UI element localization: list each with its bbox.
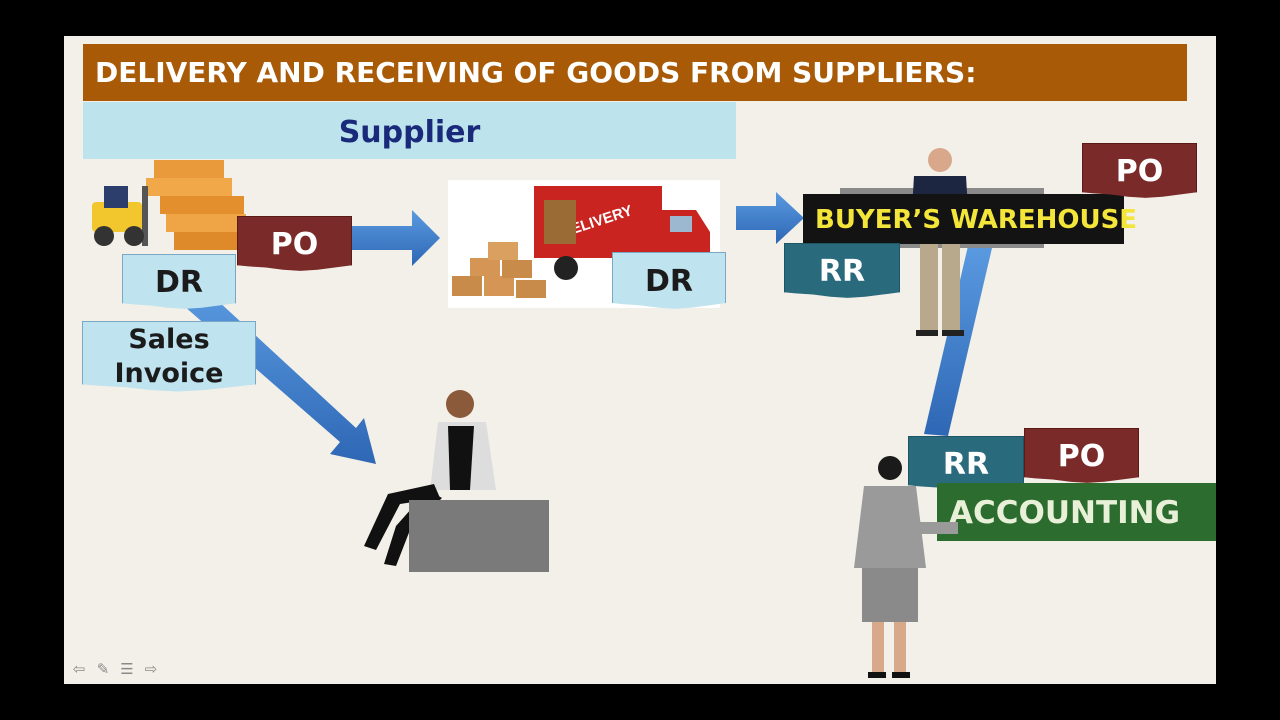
sitting-woman-icon xyxy=(364,390,549,572)
forklift-icon xyxy=(92,160,246,250)
sales-invoice-line2: Invoice xyxy=(114,358,224,389)
buyer-rr-tag: RR xyxy=(784,243,900,298)
menu-icon[interactable]: ☰ xyxy=(120,660,134,678)
buyer-warehouse-label: BUYER’S WAREHOUSE xyxy=(803,194,1137,244)
truck-dr-tag: DR xyxy=(612,252,726,309)
accounting-woman-icon xyxy=(854,456,958,678)
accounting-label: ACCOUNTING xyxy=(937,483,1216,541)
slide-title: DELIVERY AND RECEIVING OF GOODS FROM SUP… xyxy=(83,44,1187,101)
arrow-supplier-to-truck xyxy=(350,210,440,266)
slide-nav-controls: ⇦ ✎ ☰ ⇨ xyxy=(70,660,160,678)
buyer-po-tag: PO xyxy=(1082,143,1197,198)
sales-invoice-line1: Sales xyxy=(128,324,210,355)
supplier-po-tag: PO xyxy=(237,216,352,271)
arrow-right-icon[interactable]: ⇨ xyxy=(144,660,158,678)
pen-icon[interactable]: ✎ xyxy=(96,660,110,678)
supplier-dr-tag: DR xyxy=(122,254,236,309)
arrow-left-icon[interactable]: ⇦ xyxy=(72,660,86,678)
sales-invoice-tag: Sales Invoice xyxy=(82,321,256,392)
arrow-warehouse-to-accounting xyxy=(924,246,992,436)
accounting-rr-tag: RR xyxy=(908,436,1024,491)
supplier-header: Supplier xyxy=(83,102,736,159)
accounting-po-tag: PO xyxy=(1024,428,1139,483)
arrow-truck-to-warehouse xyxy=(736,192,804,244)
slide: DELIVERY AND RECEIVING OF GOODS FROM SUP… xyxy=(64,36,1216,684)
